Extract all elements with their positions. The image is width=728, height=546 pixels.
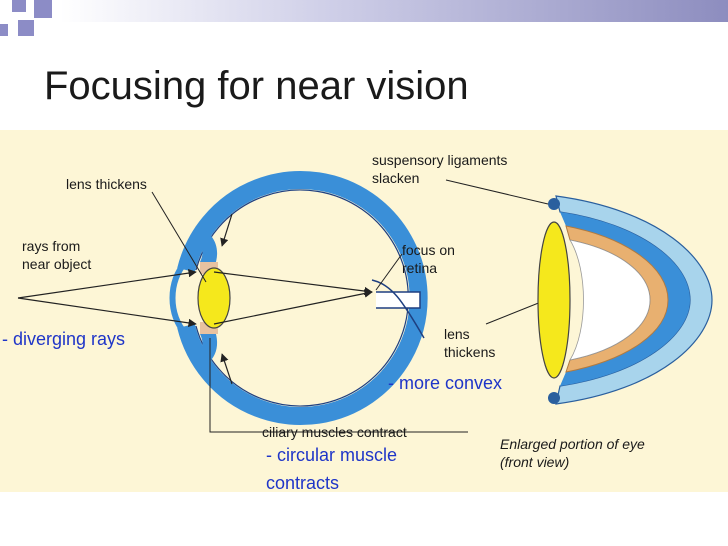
enlarged-ciliary-band — [560, 212, 690, 386]
header-decoration — [0, 0, 728, 38]
optic-nerve-outer — [371, 279, 425, 339]
annotation-diverging-rays: - diverging rays — [2, 329, 126, 349]
deco-square — [34, 0, 52, 18]
annotation-circular-muscle: - circular muscle — [266, 445, 398, 465]
pointer-lens-thickens — [151, 191, 207, 283]
enlarged-ligament-bottom — [548, 392, 560, 404]
annotation-more-convex: - more convex — [388, 373, 503, 393]
pointer-arrow-bottom — [220, 353, 233, 385]
ray-incoming-bottom — [17, 297, 197, 328]
label-retina: retina — [402, 260, 438, 276]
deco-square — [0, 24, 8, 36]
eye-lens — [197, 267, 231, 329]
annotation-contracts: contracts — [266, 473, 340, 493]
label-lens-thickens: lens thickens — [66, 176, 147, 192]
pointer-arrow-top — [220, 213, 233, 247]
label-ciliary-muscles: ciliary muscles contract — [262, 424, 407, 440]
pointer-suspensory — [445, 179, 549, 205]
enlarged-inner-cavity — [569, 239, 651, 361]
deco-square — [18, 20, 34, 36]
enlarged-lens — [537, 221, 571, 379]
ray-refracted-bottom — [213, 289, 373, 325]
enlarged-ligament-top — [548, 198, 560, 210]
ray-refracted-top — [213, 271, 373, 296]
header-gradient-bar — [60, 0, 728, 22]
optic-nerve — [376, 291, 421, 309]
label-front-view: (front view) — [500, 454, 570, 470]
label-lens: lens — [444, 326, 470, 342]
label-near-object: near object — [22, 256, 92, 272]
cornea — [169, 259, 189, 337]
pointer-ciliary — [209, 338, 468, 433]
label-rays-from: rays from — [22, 238, 81, 254]
ciliary-muscle-top — [194, 226, 218, 268]
deco-square — [12, 0, 26, 12]
pointer-focus — [375, 253, 403, 291]
label-focus-on: focus on — [402, 242, 455, 258]
ciliary-muscle-bottom — [194, 328, 218, 370]
slide-title: Focusing for near vision — [44, 64, 469, 108]
label-enlarged-portion: Enlarged portion of eye — [500, 436, 645, 452]
label-suspensory: suspensory ligaments — [372, 152, 508, 168]
label-thickens: thickens — [444, 344, 496, 360]
pointer-lens-front — [485, 299, 547, 325]
label-slacken: slacken — [372, 170, 420, 186]
ray-incoming-top — [17, 268, 197, 299]
